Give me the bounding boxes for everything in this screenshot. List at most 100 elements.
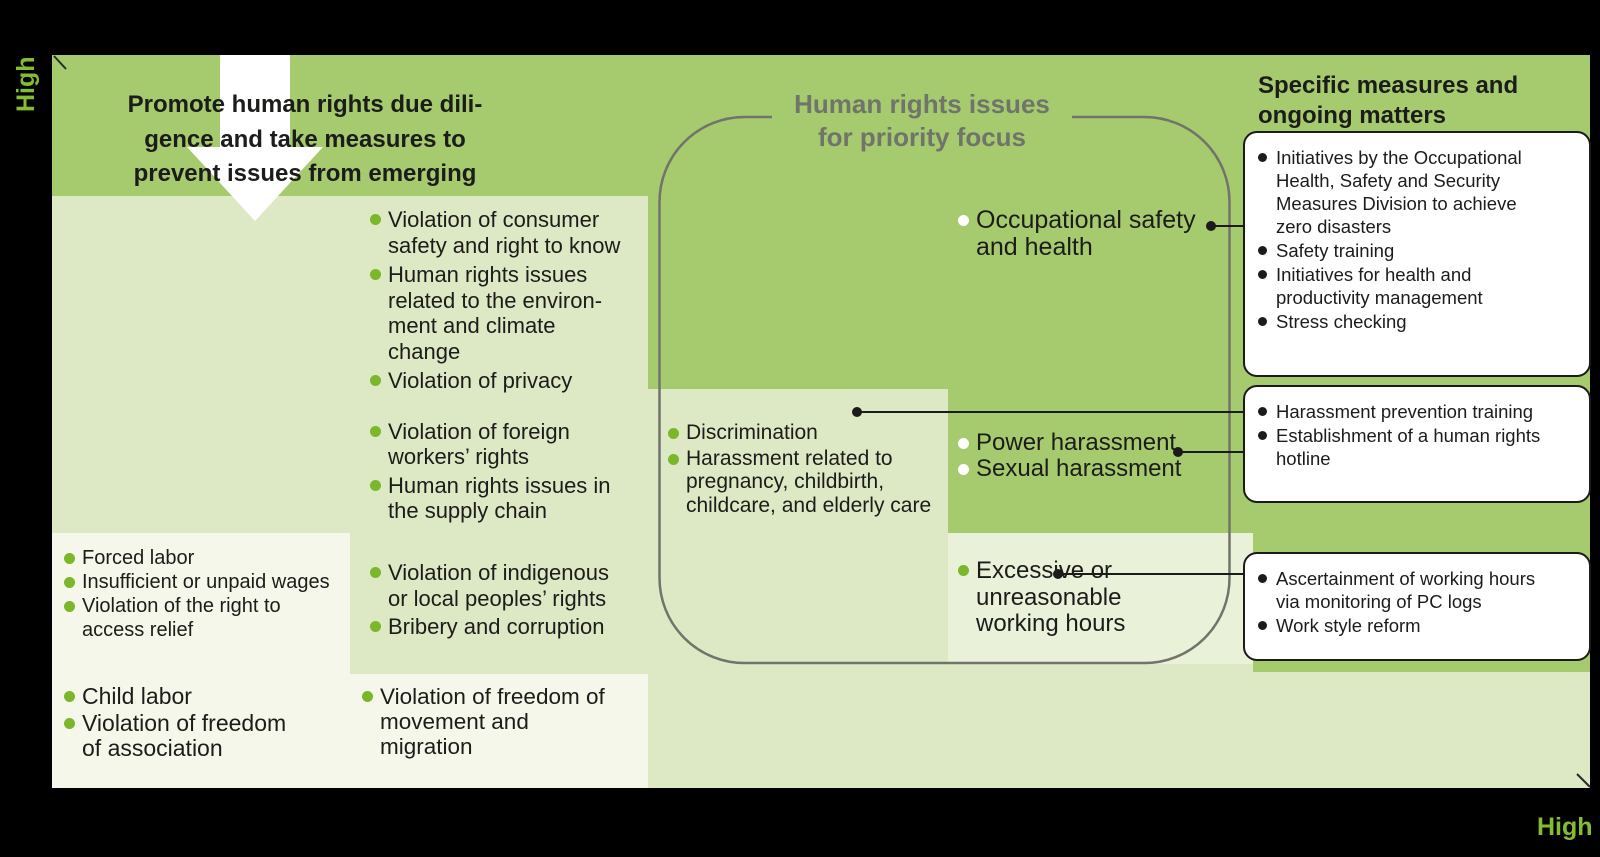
issue-group-indigenous: Violation of indigenous or local peoples… bbox=[370, 560, 609, 643]
issue-group-freedom-of-movement: Violation of freedom of movement and mig… bbox=[362, 684, 605, 759]
y-axis-arrow-icon bbox=[53, 55, 67, 70]
bullet-item: Occupational safety and health bbox=[958, 207, 1196, 260]
bullet-dot-icon bbox=[362, 691, 373, 702]
bullet-item: Bribery and corruption bbox=[370, 614, 609, 640]
bullet-text: Power harassment bbox=[976, 429, 1177, 456]
bullet-text: Safety training bbox=[1276, 240, 1395, 261]
bullet-item: Harassment prevention training bbox=[1258, 400, 1581, 423]
bullet-text: Violation of freedom of movement and mig… bbox=[380, 684, 605, 759]
issue-group-consumer: Violation of consumer safety and right t… bbox=[370, 207, 620, 398]
bullet-dot-icon bbox=[64, 577, 75, 588]
bullet-text: Excessive or unreasonable working hours bbox=[976, 557, 1126, 637]
bullet-dot-icon bbox=[668, 453, 679, 465]
bullet-item: Violation of privacy bbox=[370, 368, 620, 394]
bullet-dot-icon bbox=[64, 601, 75, 612]
connector-dot-power-harassment bbox=[1173, 447, 1183, 457]
bullet-item: Ascertainment of working hours via monit… bbox=[1258, 567, 1581, 613]
bullet-item: Human rights issues in the supply chain bbox=[370, 473, 611, 523]
bullet-text: Harassment related to pregnancy, childbi… bbox=[686, 446, 932, 517]
bullet-item: Power harassment bbox=[958, 430, 1181, 456]
zone-low-forced-labor bbox=[52, 533, 350, 674]
bullet-text: Discrimination bbox=[686, 421, 818, 444]
bullet-text: Forced labor bbox=[82, 547, 195, 569]
priority-frame-title-gap bbox=[772, 84, 1072, 154]
bullet-dot-icon bbox=[1258, 270, 1267, 279]
bullet-text: Violation of the right to access relief bbox=[82, 595, 281, 641]
bullet-dot-icon bbox=[64, 691, 75, 702]
bullet-dot-icon bbox=[668, 428, 679, 439]
bullet-dot-icon bbox=[1258, 317, 1267, 326]
connector-dot-discrimination bbox=[852, 407, 862, 417]
bullet-item: Discrimination bbox=[668, 421, 931, 445]
bullet-item: Safety training bbox=[1258, 239, 1581, 262]
bullet-text: Stress checking bbox=[1276, 311, 1407, 332]
bullet-dot-icon bbox=[1258, 621, 1267, 630]
bullet-text: Initiatives by the Occupational Health, … bbox=[1276, 147, 1522, 237]
bullet-text: Establishment of a human rights hotline bbox=[1276, 425, 1541, 469]
bullet-text: Ascertainment of working hours via monit… bbox=[1276, 568, 1536, 612]
banner-title: Promote human rights due dili- gence and… bbox=[127, 91, 483, 187]
bullet-text: Sexual harassment bbox=[976, 455, 1182, 482]
bullet-item: Violation of freedom of association bbox=[64, 711, 286, 761]
down-arrow-icon bbox=[187, 55, 323, 221]
bullet-item: Forced labor bbox=[64, 546, 330, 570]
bullet-text: Child labor bbox=[82, 683, 192, 709]
measures-box-working-hours: Ascertainment of working hours via monit… bbox=[1243, 552, 1591, 661]
bullet-item: Initiatives by the Occupational Health, … bbox=[1258, 146, 1581, 238]
bullet-dot-icon bbox=[370, 269, 381, 280]
bullet-dot-icon bbox=[958, 565, 969, 576]
connector-dot-working-hours bbox=[1053, 569, 1063, 579]
bullet-item: Child labor bbox=[64, 684, 286, 709]
bullet-dot-icon bbox=[64, 553, 75, 564]
bullet-text: Violation of indigenous or local peoples… bbox=[388, 560, 609, 611]
issue-group-working-hours: Excessive or unreasonable working hours bbox=[958, 557, 1126, 638]
bullet-dot-icon bbox=[370, 375, 381, 386]
bullet-dot-icon bbox=[1258, 431, 1267, 440]
connector-dot-occupational bbox=[1206, 221, 1216, 231]
zone-low-bottom-row bbox=[52, 674, 648, 788]
bullet-dot-icon bbox=[958, 464, 969, 475]
bullet-text: Violation of privacy bbox=[388, 368, 573, 393]
bullet-dot-icon bbox=[370, 480, 381, 491]
bullet-item: Work style reform bbox=[1258, 614, 1581, 637]
bullet-text: Insufficient or unpaid wages bbox=[82, 571, 330, 593]
bullet-item: Violation of indigenous or local peoples… bbox=[370, 560, 609, 611]
bullet-dot-icon bbox=[370, 426, 381, 437]
bullet-text: Initiatives for health and productivity … bbox=[1276, 264, 1483, 308]
x-axis-arrow-icon bbox=[1576, 773, 1591, 788]
measures-box-occupational-safety: Initiatives by the Occupational Health, … bbox=[1243, 131, 1591, 377]
bullet-item: Harassment related to pregnancy, childbi… bbox=[668, 447, 931, 518]
bullet-dot-icon bbox=[370, 621, 381, 632]
zone-medium-working-hours bbox=[948, 533, 1253, 664]
priority-frame-title: Human rights issues for priority focus bbox=[794, 89, 1050, 152]
bullet-item: Stress checking bbox=[1258, 310, 1581, 333]
bullet-dot-icon bbox=[370, 567, 381, 578]
bullet-item: Violation of foreign workers’ rights bbox=[370, 419, 611, 469]
bullet-dot-icon bbox=[1258, 574, 1267, 583]
measures-panel-title: Specific measures and ongoing matters bbox=[1258, 72, 1519, 129]
bullet-item: Sexual harassment bbox=[958, 456, 1181, 482]
bullet-text: Work style reform bbox=[1276, 615, 1421, 636]
bullet-item: Human rights issues related to the envir… bbox=[370, 262, 620, 364]
bullet-text: Occupational safety and health bbox=[976, 206, 1196, 261]
bullet-item: Initiatives for health and productivity … bbox=[1258, 263, 1581, 309]
x-axis-high-label: High bbox=[1537, 813, 1593, 841]
bullet-dot-icon bbox=[64, 718, 75, 729]
priority-frame-border bbox=[658, 115, 1231, 665]
bullet-text: Harassment prevention training bbox=[1276, 401, 1534, 422]
y-axis-high-label: High bbox=[12, 56, 40, 112]
bullet-item: Violation of consumer safety and right t… bbox=[370, 207, 620, 258]
bullet-text: Violation of freedom of association bbox=[82, 710, 287, 761]
bullet-text: Violation of consumer safety and right t… bbox=[388, 207, 621, 258]
bullet-dot-icon bbox=[370, 214, 381, 225]
bullet-text: Bribery and corruption bbox=[388, 614, 605, 639]
bullet-item: Establishment of a human rights hotline bbox=[1258, 424, 1581, 470]
bullet-item: Excessive or unreasonable working hours bbox=[958, 557, 1126, 638]
